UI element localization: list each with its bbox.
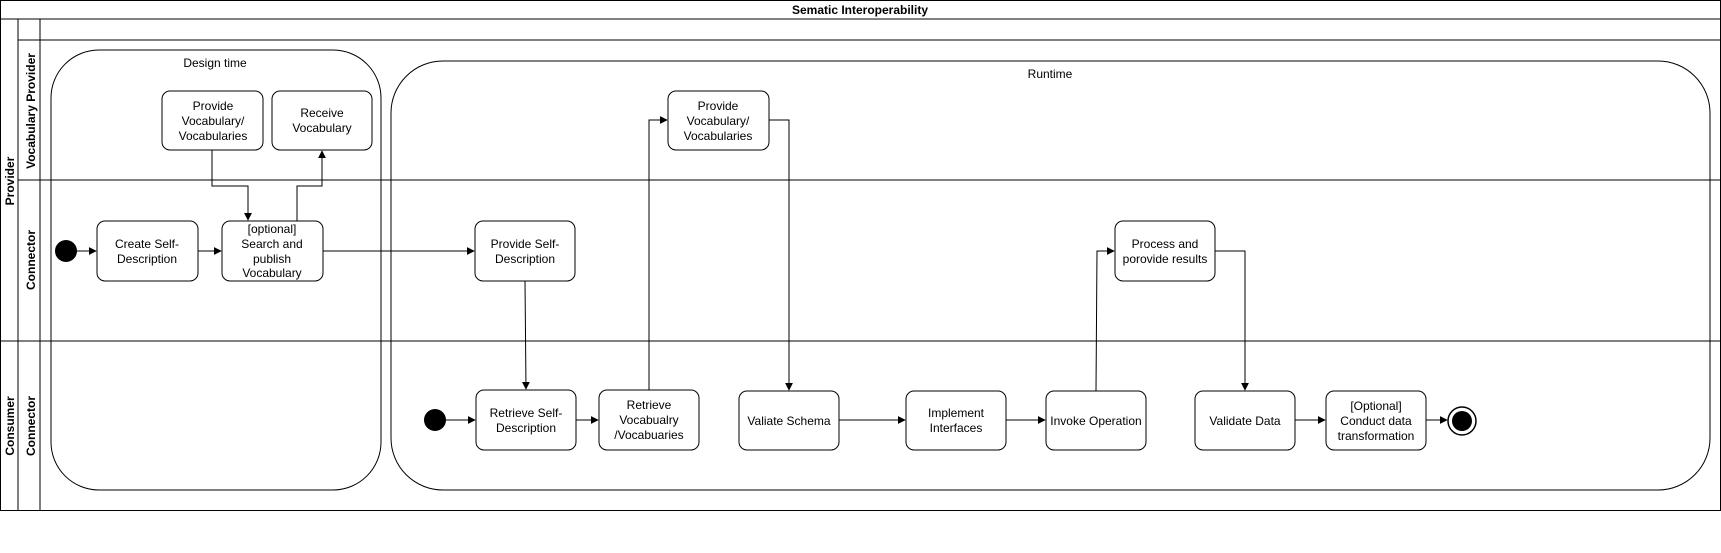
lane-label-provider-connector: Connector <box>24 230 38 290</box>
design-start-node <box>55 240 77 262</box>
flow-provide-vocab-to-validate-schema <box>769 119 793 391</box>
end-node-inner <box>1452 411 1472 431</box>
runtime-region <box>390 60 1711 491</box>
svg-text:Create Self-Description: Create Self-Description <box>115 237 179 266</box>
lane-label-vocabulary-provider: Vocabulary Provider <box>24 53 38 169</box>
activity-validate-schema: Valiate Schema <box>738 390 840 451</box>
flow-search-to-receive <box>296 150 326 221</box>
runtime-start-node <box>424 409 446 431</box>
pool-label-provider: Provider <box>3 156 17 205</box>
runtime-label: Runtime <box>1028 67 1073 81</box>
flow-provide-self-desc-to-retrieve <box>521 280 530 390</box>
svg-text:Valiate Schema: Valiate Schema <box>747 414 830 428</box>
activity-validate-data: Validate Data <box>1194 390 1296 451</box>
flow-retrieve-vocab-to-provide-vocab <box>648 116 668 390</box>
svg-text:Invoke Operation: Invoke Operation <box>1050 414 1141 428</box>
activity-invoke-operation: Invoke Operation <box>1045 390 1147 451</box>
flow-provide-vocab-to-search <box>211 150 252 221</box>
pool-label-consumer: Consumer <box>3 396 17 456</box>
flow-process-to-validate-data <box>1215 250 1249 391</box>
lane-label-consumer-connector: Connector <box>24 396 38 456</box>
activity-provide-self-description: Provide Self-Description <box>474 220 576 282</box>
design-time-label: Design time <box>183 56 247 70</box>
diagram-title: Sematic Interoperability <box>792 3 928 17</box>
design-time-region <box>50 49 382 491</box>
activity-retrieve-self-description: Retrieve Self-Description <box>475 389 577 451</box>
flow-invoke-to-process <box>1095 247 1115 392</box>
activity-create-self-description: Create Self-Description <box>96 220 199 282</box>
svg-text:Provide Self-Description: Provide Self-Description <box>491 237 560 266</box>
svg-text:Validate Data: Validate Data <box>1209 414 1280 428</box>
svg-text:Retrieve Self-Description: Retrieve Self-Description <box>490 406 563 435</box>
